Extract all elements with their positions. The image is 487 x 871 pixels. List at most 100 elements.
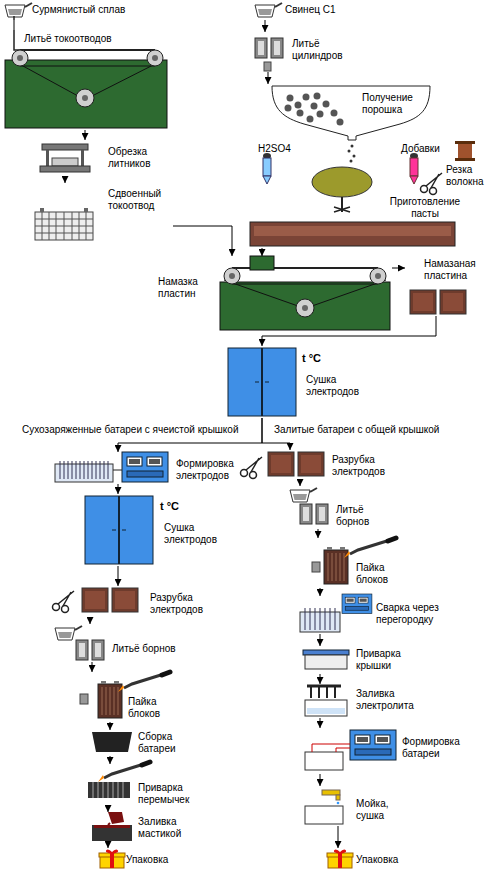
- trim-press: [52, 158, 78, 166]
- plate-cutting: [53, 591, 75, 613]
- block-soldering: [98, 681, 122, 718]
- lead-ladle: [255, 3, 282, 17]
- terminal-casting: [300, 504, 328, 524]
- step-label: H2SO4: [258, 143, 291, 155]
- double-grid: [40, 208, 44, 212]
- forming-unit: [113, 470, 122, 471]
- flow-arrow: [92, 662, 93, 672]
- step-label: Приварка перемычек: [138, 782, 198, 806]
- forming-unit: [55, 452, 168, 482]
- ball-mill: [353, 155, 356, 158]
- packing-box: [99, 851, 125, 868]
- plate-cutting: [53, 588, 139, 613]
- electrolyte-filling: [307, 685, 341, 688]
- step-label: Сушка электродов: [164, 522, 226, 546]
- process-step: Резка волокна: [444, 138, 487, 190]
- process-step: Формировка электродов: [53, 452, 243, 484]
- lead-ladle: [255, 3, 282, 17]
- flow-arrow: [392, 268, 405, 269]
- process-step: Литьё борнов: [288, 486, 383, 529]
- mastic-filling: [92, 825, 132, 841]
- washing-drying: [337, 802, 340, 805]
- step-label: Приварка крышки: [356, 648, 411, 672]
- pasted-plates: [440, 290, 466, 314]
- ball-mill: [311, 103, 318, 110]
- step-label: Формировка батареи: [402, 736, 462, 760]
- step-label: Сурмянистый сплав: [32, 4, 125, 16]
- flow-arrow: [320, 634, 321, 646]
- step-label: Формировка электродов: [176, 458, 241, 482]
- fiber-spool: [421, 173, 443, 195]
- additive-dropper: [410, 153, 418, 184]
- ball-mill: [285, 105, 292, 112]
- process-step: Приварка крышки: [303, 646, 423, 674]
- pasting-machine: [220, 256, 390, 330]
- block-soldering: [324, 547, 348, 584]
- step-label: t °C: [302, 352, 321, 365]
- terminal-casting: [55, 626, 82, 640]
- plate-cutting: [82, 588, 108, 612]
- flow-arrow: [14, 20, 15, 30]
- step-label: Пайка блоков: [356, 562, 401, 586]
- forming-unit: [55, 461, 113, 482]
- ball-mill: [314, 93, 321, 100]
- trim-press: [42, 144, 88, 150]
- step-label: Литьё цилиндров: [292, 38, 354, 62]
- flow-arrow: [65, 176, 66, 183]
- process-step: Сдвоенный токоотвод: [33, 183, 173, 243]
- ball-mill: [307, 116, 314, 123]
- cylinder-molds: [255, 38, 283, 71]
- ball-mill: [287, 95, 294, 102]
- step-label: Свинец С1: [285, 4, 336, 16]
- block-soldering: [80, 694, 88, 704]
- lid-welding: [303, 650, 349, 655]
- flow-arrow: [320, 774, 321, 786]
- step-label: Добавки: [401, 143, 440, 155]
- flow-arrow: [262, 316, 436, 346]
- process-step: Обрезка литников: [36, 140, 166, 176]
- process-step: Намазка пластин: [155, 256, 392, 330]
- flow-arrow: [173, 226, 232, 256]
- step-label: Намазка пластин: [158, 276, 213, 300]
- ball-mill: [348, 150, 351, 153]
- cylinder-molds: [255, 38, 283, 58]
- drying-oven: [228, 348, 296, 416]
- step-label: Упаковка: [356, 854, 398, 866]
- pasting-machine: [229, 273, 235, 279]
- step-label: Литьё борнов: [336, 504, 381, 528]
- process-step: Формировка батареи: [303, 728, 464, 774]
- grid-casting-machine: [5, 60, 167, 128]
- mastic-filling: [94, 825, 130, 828]
- mastic-filling: [92, 812, 132, 841]
- trim-press: [46, 150, 49, 166]
- grid-casting-machine: [20, 66, 155, 67]
- additive-dropper: [410, 176, 418, 184]
- process-step: Упаковка: [93, 848, 178, 868]
- process-step: Приварка перемычек: [86, 764, 200, 807]
- step-label: t °C: [160, 500, 179, 513]
- process-step: Сборка батареи: [90, 730, 190, 756]
- process-step: Заливка мастикой: [88, 812, 200, 842]
- step-label: Разрубка электродов: [332, 454, 394, 478]
- grid-casting-machine: [147, 50, 163, 66]
- electrolyte-filling: [311, 686, 335, 698]
- process-step: Свинец С1: [252, 2, 352, 20]
- ball-mill: [350, 160, 353, 163]
- process-step: Намазаная пластина: [405, 256, 485, 316]
- flow-arrow: [320, 674, 321, 684]
- process-step: Сурмянистый сплав: [3, 2, 153, 20]
- grid-casting-machine: [20, 49, 155, 51]
- mastic-filling: [108, 823, 110, 825]
- plate-cutting: [241, 452, 325, 479]
- step-label: Приготовление пасты: [383, 196, 467, 220]
- flow-arrow: [118, 484, 119, 494]
- process-step: Литьё цилиндров: [252, 32, 362, 72]
- step-label: Пайка блоков: [128, 696, 173, 720]
- step-label: Обрезка литников: [108, 146, 163, 170]
- step-label: Сушка электродов: [306, 374, 368, 398]
- flow-arrow: [318, 529, 319, 538]
- alloy-ladle: [14, 16, 20, 50]
- through-wall-welding: [305, 608, 335, 630]
- flow-arrow: [90, 617, 91, 624]
- ball-mill: [331, 110, 338, 117]
